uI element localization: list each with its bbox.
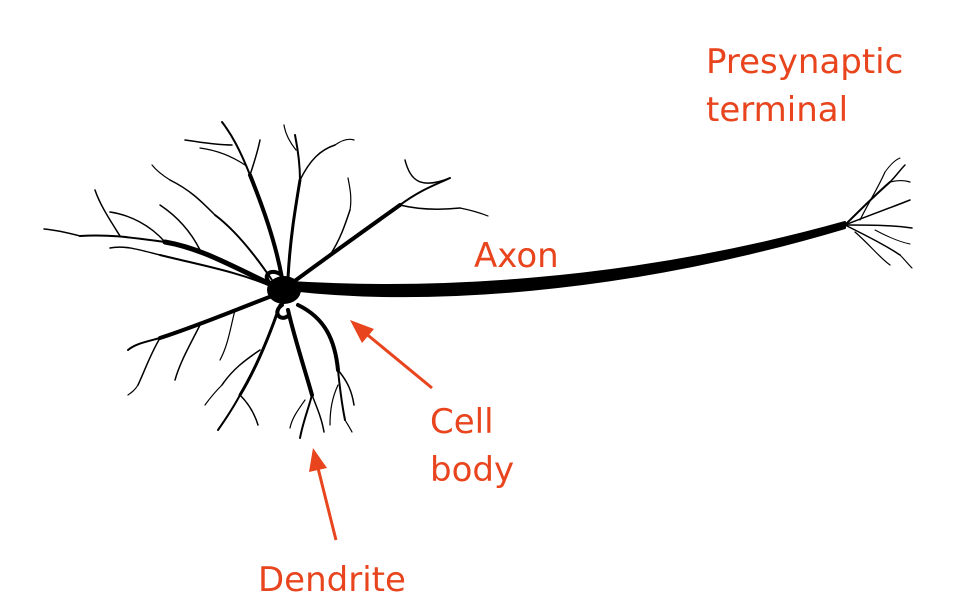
presynaptic-label-line-1: Presynaptic	[706, 42, 904, 82]
annotation-arrows	[309, 320, 433, 541]
cell-body-arrowhead	[350, 320, 374, 343]
cell-body-label-line-1: Cell	[430, 402, 494, 442]
dendrite-arrowhead	[309, 448, 327, 472]
neuron	[43, 121, 913, 439]
presynaptic-terminal-label: Presynaptic terminal	[706, 38, 903, 134]
cell-body-label: Cell body	[430, 398, 514, 494]
presynaptic-label-line-2: terminal	[706, 90, 849, 130]
dendrite-label: Dendrite	[258, 560, 406, 600]
cell-body-arrow	[363, 330, 433, 390]
cell-body-label-line-2: body	[430, 450, 515, 490]
dendrite-upper-right	[290, 159, 489, 285]
presynaptic-terminal	[844, 157, 913, 269]
dendrite-upper-left	[43, 164, 276, 289]
dendrite-arrow	[316, 467, 338, 541]
axon-label: Axon	[474, 236, 559, 276]
dendrite-lower	[204, 303, 355, 439]
axon	[289, 221, 846, 298]
dendrite-lower-left	[127, 294, 274, 396]
dendrite-upper	[184, 121, 355, 280]
